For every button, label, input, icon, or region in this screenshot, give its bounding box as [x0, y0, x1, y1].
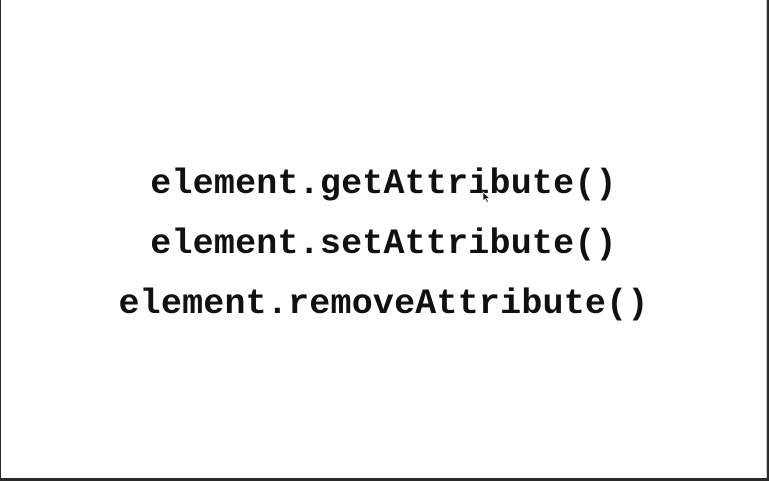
code-line-set-attribute: element.setAttribute()	[150, 224, 617, 264]
mouse-pointer-icon	[482, 191, 491, 203]
code-line-remove-attribute: element.removeAttribute()	[118, 284, 649, 324]
code-line-get-attribute: element.getAttribute()	[150, 164, 617, 204]
